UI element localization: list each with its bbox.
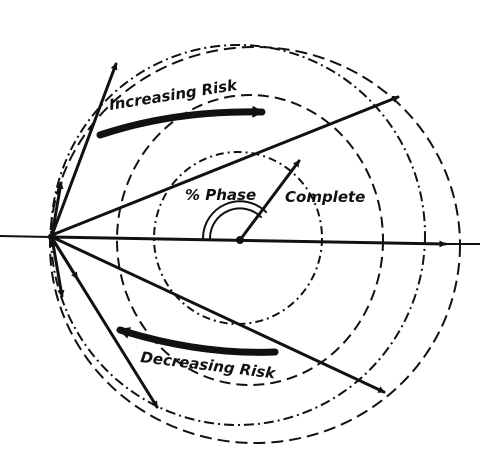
origin-dot — [48, 233, 56, 241]
increasing-risk-arrow — [96, 105, 266, 139]
ring-outer-dashdot — [50, 44, 426, 426]
vector-upper-short — [50, 181, 64, 237]
vector-horizontal — [50, 235, 447, 248]
complete-label: Complete — [285, 188, 365, 206]
center-dot — [236, 236, 244, 244]
decreasing-risk-arrow — [116, 326, 279, 356]
axis-left-stub — [0, 235, 51, 238]
risk-vectors — [50, 62, 447, 409]
horizontal-axis — [0, 235, 480, 245]
vector-lower-short — [50, 236, 65, 298]
vector-upper-steep — [50, 62, 118, 237]
vector-upper-long — [50, 95, 400, 237]
phase-angle-arc — [202, 200, 267, 239]
vector-lower-long — [50, 235, 386, 394]
phase-label: % Phase — [185, 186, 256, 204]
vector-lower-tiny — [50, 236, 79, 280]
ring-middle — [116, 94, 384, 386]
vector-phase-complete — [238, 159, 301, 242]
